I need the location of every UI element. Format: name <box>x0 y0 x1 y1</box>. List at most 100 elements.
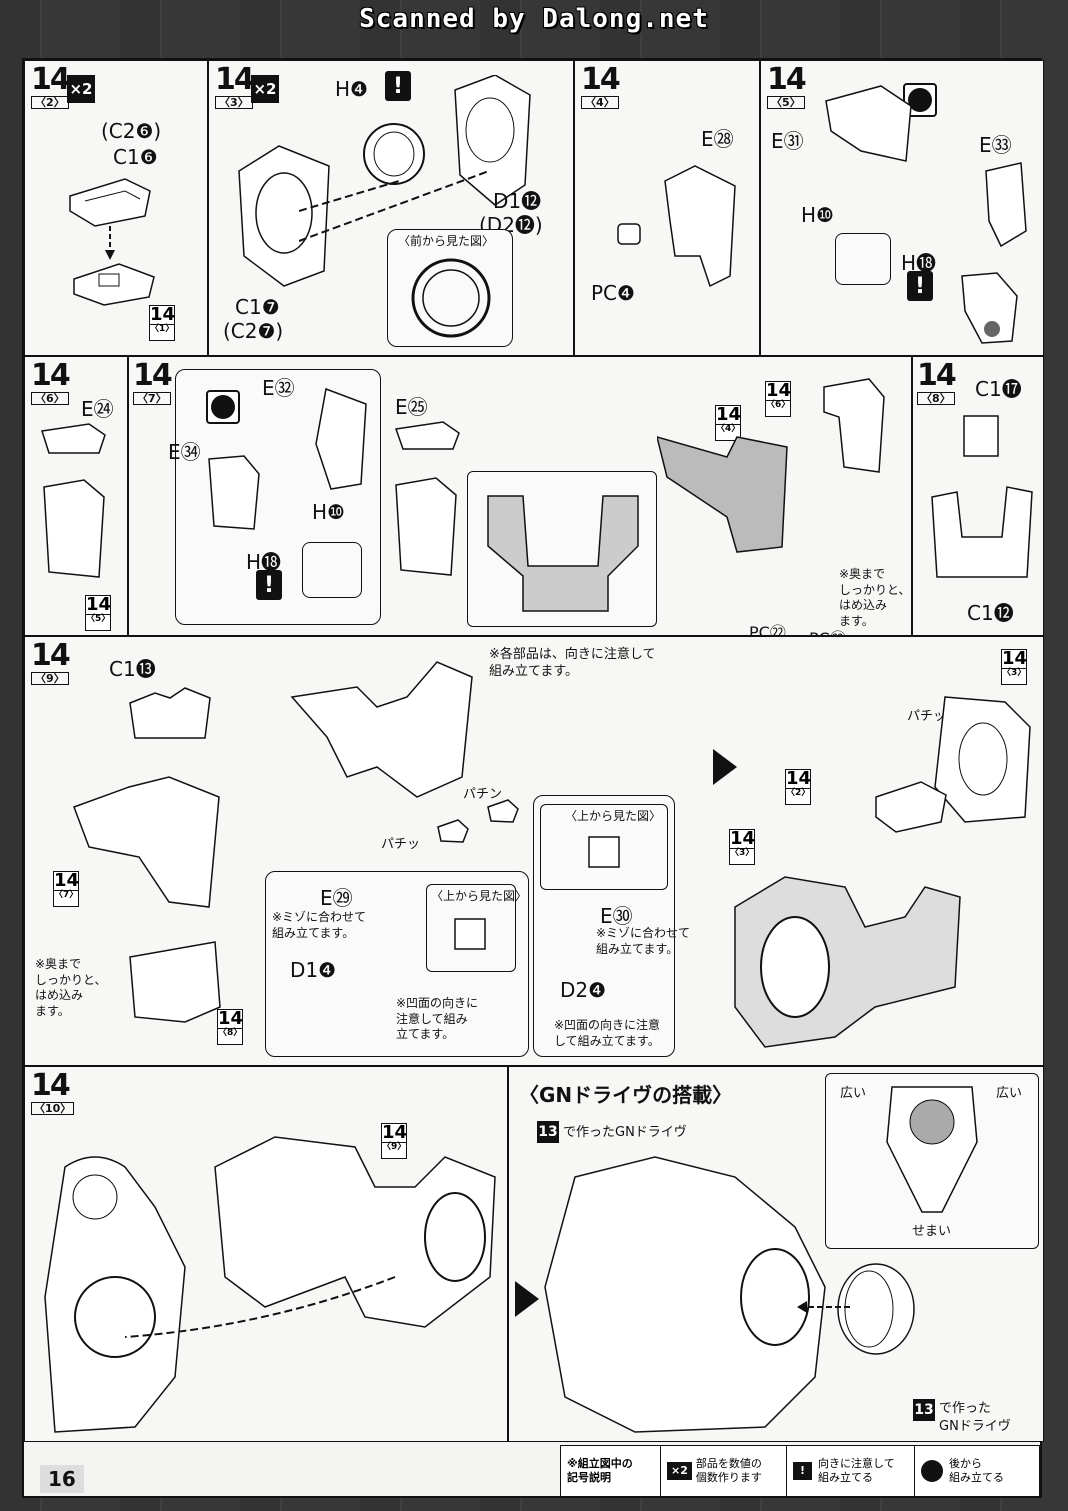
reference-badge: 14〈6〉 <box>765 381 791 417</box>
part-drawing <box>315 387 367 490</box>
part-drawing <box>825 85 912 162</box>
times-two-icon: ×2 <box>667 1461 692 1481</box>
step-label: 14〈6〉 <box>31 358 71 405</box>
step-label: 14〈5〉 <box>767 62 807 109</box>
next-step-arrow <box>515 1281 539 1317</box>
times-two-icon: ×2 <box>67 75 95 103</box>
part-label: D1❹ <box>290 958 337 982</box>
caption: GNドライヴ <box>939 1419 1011 1434</box>
reference-badge: 14〈4〉 <box>715 405 741 441</box>
panel-step-14-4: 14〈4〉 E㉘ PC❹ <box>574 60 760 356</box>
part-label: E㉙ <box>320 886 353 910</box>
part-drawing <box>487 799 519 823</box>
part-label: E㉘ <box>701 127 734 151</box>
detail-inset <box>302 542 362 598</box>
part-drawing <box>395 477 457 576</box>
sound-effect: パチッ <box>907 709 947 724</box>
caution-icon: ! <box>793 1461 813 1481</box>
part-drawing <box>963 415 999 457</box>
reference-badge: 14〈2〉 <box>785 769 811 805</box>
legend-item-back: 後から組み立てる <box>915 1446 1039 1496</box>
ring-drawing <box>411 258 491 338</box>
part-drawing <box>588 836 620 868</box>
panel-step-14-3: 14〈3〉 ×2 H❹ ! D1⓬ (D2⓬) 〈前から見た図〉 C1❼ (C2… <box>208 60 574 356</box>
wide-label: 広い <box>840 1086 867 1101</box>
part-drawing <box>437 819 469 843</box>
part-drawing <box>208 455 260 530</box>
note-text: ※各部品は、向きに注意して組み立てます。 <box>489 647 656 679</box>
step-label: 14〈10〉 <box>31 1071 75 1115</box>
part-label: C1❻ <box>113 145 158 169</box>
gn-drive-detail-inset: 広い 広い せまい <box>825 1073 1039 1249</box>
part-label: (C2❻) <box>101 119 162 143</box>
part-label: C1⓱ <box>975 377 1022 401</box>
robot-torso-drawing <box>44 1156 186 1433</box>
assembled-preview <box>734 876 961 1048</box>
caution-icon: ! <box>256 570 282 600</box>
sub-assembly-inset: E㉜ E㉞ H❿ H⓲ ! <box>168 369 381 625</box>
inset-caption: 〈上から見た図〉 <box>431 889 528 903</box>
step-label: 14〈8〉 <box>917 358 957 405</box>
assembled-preview <box>214 1136 496 1328</box>
legend-item-caution: !向きに注意して組み立てる <box>787 1446 915 1496</box>
step-label: 14〈2〉 <box>31 62 71 109</box>
part-label: E㉞ <box>168 440 201 464</box>
part-drawing <box>290 661 473 798</box>
step-label: 14〈7〉 <box>133 358 173 405</box>
reference-badge: 14〈3〉 <box>1001 649 1027 685</box>
part-label: C1⓭ <box>109 657 156 681</box>
part-label: E㉝ <box>979 133 1012 157</box>
part-label: E㉜ <box>262 376 295 400</box>
note-text: ※凹面の向きに注意して組み立てます。 <box>396 996 479 1042</box>
panel-step-14-9: 14〈9〉 C1⓭ 14〈7〉 ※奥までしっかりと、はめ込みます。 14〈8〉 … <box>24 636 1044 1066</box>
part-drawing <box>69 178 151 227</box>
part-drawing <box>41 423 106 454</box>
assembly-arrow <box>797 1301 850 1313</box>
part-drawing <box>394 421 460 450</box>
robot-assembly-drawing <box>544 1156 826 1433</box>
part-drawing <box>363 123 425 185</box>
wide-label: 広い <box>996 1086 1023 1101</box>
part-drawing <box>43 479 105 578</box>
caution-icon: ! <box>907 271 933 301</box>
part-drawing <box>129 687 211 739</box>
part-label: H❹ <box>335 77 368 101</box>
section-title: 〈GNドライヴの搭載〉 <box>519 1083 733 1107</box>
caption: で作った <box>939 1401 992 1416</box>
top-view-inset: 〈上から見た図〉 <box>426 884 527 972</box>
reference-badge: 14〈9〉 <box>381 1123 407 1159</box>
part-label: D2❹ <box>560 978 607 1002</box>
step-13-badge: 13 <box>913 1399 935 1421</box>
reference-badge: 14〈3〉 <box>729 829 755 865</box>
sub-assembly-inset: E㉙ ※ミゾに合わせて組み立てます。 D1❹ ※凹面の向きに注意して組み立てます… <box>265 871 529 1057</box>
step-label: 14〈9〉 <box>31 638 71 685</box>
part-label: E㉛ <box>771 129 804 153</box>
reference-badge: 14〈7〉 <box>53 871 79 907</box>
part-drawing <box>934 696 1031 823</box>
part-drawing <box>961 272 1018 344</box>
divider <box>507 1067 509 1441</box>
part-drawing <box>985 162 1027 248</box>
sub-assembly-inset: 〈上から見た図〉 E㉚ ※ミゾに合わせて組み立てます。 D2❹ ※凹面の向きに注… <box>533 795 690 1057</box>
part-drawing <box>875 781 947 833</box>
part-drawing <box>73 263 155 306</box>
step-label: 14〈3〉 <box>215 62 255 109</box>
part-drawing <box>73 776 220 908</box>
reference-badge: 14〈1〉 <box>149 305 175 341</box>
note-text: ※凹面の向きに注意して組み立てます。 <box>554 1018 661 1048</box>
part-label: E㉔ <box>81 397 114 421</box>
panel-step-14-2: 14〈2〉 ×2 (C2❻) C1❻ 14〈1〉 <box>24 60 208 356</box>
panel-step-14-6: 14〈6〉 E㉔ 14〈5〉 <box>24 356 128 636</box>
gn-drive-drawing <box>837 1263 915 1355</box>
watermark-text: Scanned by Dalong.net <box>359 4 709 34</box>
part-label: PC❹ <box>591 281 635 305</box>
part-drawing <box>454 918 486 950</box>
part-drawing <box>454 75 531 206</box>
part-label: E㉕ <box>395 395 428 419</box>
assembly-arrow <box>105 226 115 260</box>
front-view-inset: 〈前から見た図〉 <box>387 229 513 347</box>
page-number: 16 <box>40 1465 84 1493</box>
part-label: PC㉒ <box>809 625 846 635</box>
